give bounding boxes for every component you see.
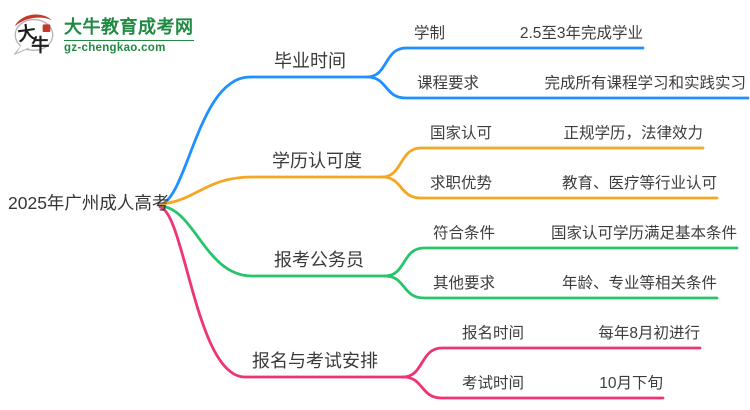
branch-1-child-1-key: 求职优势 xyxy=(430,175,493,192)
branch-3-child-1-value: 10月下旬 xyxy=(599,375,663,392)
root-topic: 2025年广州成人高考 xyxy=(8,193,170,213)
branch-1-child-0-line xyxy=(380,146,705,179)
branch-3-line xyxy=(158,205,405,379)
branch-1-child-1-value: 教育、医疗等行业认可 xyxy=(561,175,717,192)
branch-0-child-0-line xyxy=(365,46,645,79)
seal-stamp xyxy=(42,24,51,33)
branch-0-child-1-line xyxy=(365,75,750,100)
logo-domain: gz-chengkao.com xyxy=(64,39,194,54)
logo-title: 大牛教育成考网 xyxy=(64,16,194,37)
branch-2-child-0-line xyxy=(383,246,739,278)
beret-shape xyxy=(14,14,53,27)
branch-0-line xyxy=(158,75,369,207)
branch-2-child-1-key: 其他要求 xyxy=(433,275,496,292)
icon-char-niu: 牛 xyxy=(31,34,49,55)
branch-0-child-0-key: 学制 xyxy=(414,25,446,42)
branch-1-line xyxy=(158,175,384,206)
branch-0-label: 毕业时间 xyxy=(274,51,346,71)
branch-3-child-1-line xyxy=(401,375,665,400)
branch-1-child-1-line xyxy=(380,175,719,200)
site-logo: 大 牛 大牛教育成考网 gz-chengkao.com xyxy=(8,8,194,58)
branch-3-label: 报名与考试安排 xyxy=(252,351,378,371)
branch-0-child-1-value: 完成所有课程学习和实践实习 xyxy=(544,75,746,92)
branch-1-child-0-value: 正规学历，法律效力 xyxy=(563,125,703,142)
branch-3-child-0-line xyxy=(401,346,702,379)
icon-char-da: 大 xyxy=(16,21,38,44)
branch-1-child-0-key: 国家认可 xyxy=(430,125,493,142)
branch-2-child-1-value: 年龄、专业等相关条件 xyxy=(561,275,717,292)
branch-0-child-1-key: 课程要求 xyxy=(417,75,480,92)
branch-2-child-0-value: 国家认可学历满足基本条件 xyxy=(550,225,737,242)
branch-2-line xyxy=(158,204,387,278)
branch-3-child-0-key: 报名时间 xyxy=(462,325,525,342)
branch-2-child-0-key: 符合条件 xyxy=(433,225,496,242)
branch-3-child-0-value: 每年8月初进行 xyxy=(598,325,700,342)
dainiu-bubble-icon: 大 牛 xyxy=(14,14,54,55)
logo-text-block: 大牛教育成考网 gz-chengkao.com xyxy=(64,13,194,54)
branch-2-label: 报考公务员 xyxy=(274,250,364,270)
branch-3-child-1-key: 考试时间 xyxy=(462,375,525,392)
branch-0-child-0-value: 2.5至3年完成学业 xyxy=(519,25,643,42)
branch-1-label: 学历认可度 xyxy=(272,151,362,171)
branch-2-child-1-line xyxy=(383,274,719,300)
